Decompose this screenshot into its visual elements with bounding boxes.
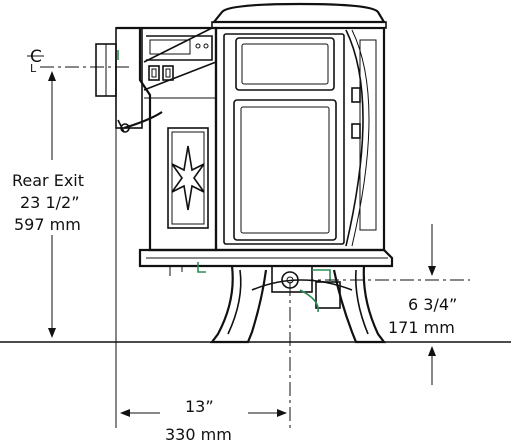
stove-drawing — [95, 2, 394, 344]
door-latch-bottom — [351, 123, 361, 139]
front-right-leg — [332, 265, 387, 344]
rear-exit-mm: 597 mm — [14, 215, 81, 234]
door-latch-top — [351, 87, 361, 103]
burner-box — [271, 265, 313, 293]
stove-door-frame — [223, 33, 345, 245]
star-panel — [167, 127, 209, 229]
side-rail — [359, 39, 377, 231]
rear-top-box — [146, 35, 213, 61]
upper-panel — [235, 37, 335, 91]
depth-inches: 13” — [185, 397, 214, 416]
switch-1-icon — [148, 65, 160, 81]
upper-panel-inner — [241, 43, 329, 85]
power-cord — [123, 111, 163, 130]
lower-door-panel-inner — [240, 106, 330, 234]
depth-mm: 330 mm — [165, 425, 232, 444]
switch-2-icon — [162, 65, 174, 81]
centerline-symbol: C — [30, 47, 42, 67]
rear-section — [116, 26, 218, 252]
offset-inches: 6 3/4” — [408, 295, 457, 314]
front-left-leg — [209, 265, 268, 344]
star-icon — [171, 145, 205, 211]
valve-box — [315, 281, 341, 309]
stove-top-cap — [211, 2, 386, 24]
offset-mm: 171 mm — [388, 318, 455, 337]
rear-exit-inches: 23 1/2” — [20, 193, 79, 212]
rear-flue-housing — [115, 27, 143, 129]
centerline-subscript: L — [30, 62, 37, 75]
lower-door-panel — [233, 99, 337, 241]
side-curve — [345, 29, 364, 247]
rear-exit-title: Rear Exit — [12, 171, 84, 190]
base-plate — [138, 248, 394, 268]
